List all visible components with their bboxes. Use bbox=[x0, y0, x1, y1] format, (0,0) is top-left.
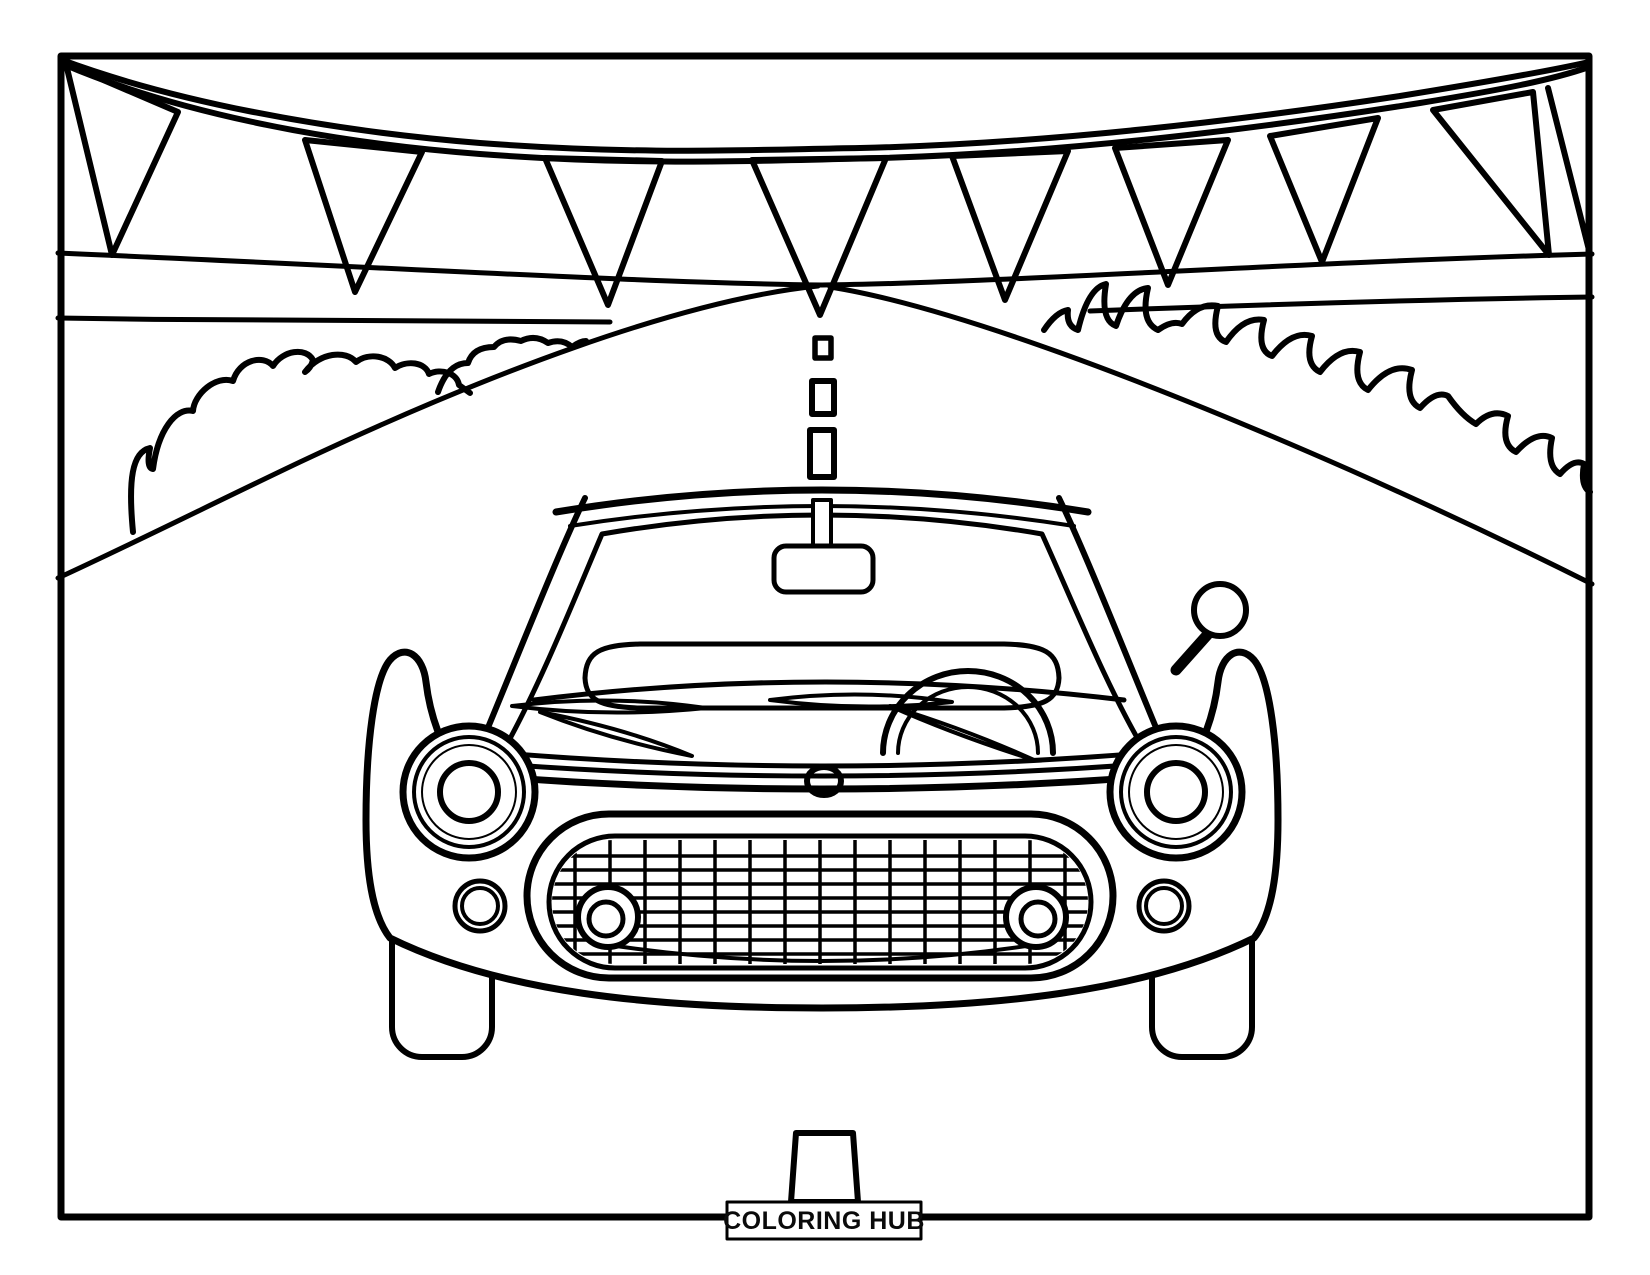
landscape bbox=[55, 250, 1595, 535]
radiator-grille-inner bbox=[546, 833, 1094, 971]
road-center-dash bbox=[812, 335, 834, 361]
rear-view-mirror bbox=[771, 543, 876, 595]
pennant-flag bbox=[949, 148, 1071, 303]
road-center-dash bbox=[809, 378, 837, 417]
road bbox=[55, 283, 1595, 1205]
pennant-flag bbox=[749, 155, 889, 318]
road-center-dash bbox=[807, 427, 837, 480]
pennant-flag bbox=[63, 61, 181, 258]
indicator-light-right bbox=[1136, 878, 1192, 934]
pennant-flag bbox=[1430, 89, 1552, 258]
bush-left bbox=[128, 348, 473, 535]
banner-string-upper bbox=[59, 57, 1592, 154]
headlight-right bbox=[1106, 722, 1246, 862]
pennant-flag bbox=[1112, 137, 1231, 288]
pennant-flag-partial bbox=[1545, 85, 1592, 253]
side-mirror bbox=[1170, 581, 1249, 676]
steering-wheel bbox=[880, 668, 1056, 756]
hill-line-right bbox=[1087, 294, 1595, 314]
hill-line-left bbox=[55, 315, 613, 325]
dashboard bbox=[531, 679, 1127, 703]
hood-emblem bbox=[804, 764, 844, 798]
horizon-line bbox=[55, 250, 1595, 288]
hood-panel bbox=[582, 641, 1062, 711]
brand-label: COLORING HUB bbox=[723, 1207, 925, 1235]
road-center-dash-near bbox=[788, 1130, 861, 1205]
roof-line-outer bbox=[552, 486, 1092, 516]
pennant-flag bbox=[302, 137, 425, 295]
brand-plate: COLORING HUB bbox=[723, 1200, 925, 1241]
fog-lamp-left-inner bbox=[586, 899, 626, 939]
cowl-line bbox=[471, 759, 1173, 779]
mirror-stalk bbox=[811, 498, 833, 549]
windshield-streak bbox=[768, 692, 954, 709]
grille-bottom-line bbox=[588, 940, 1054, 963]
wiper-left bbox=[538, 710, 694, 758]
pennant-flag bbox=[542, 155, 665, 308]
fog-lamp-right-inner bbox=[1018, 899, 1058, 939]
pennant-flag bbox=[1267, 115, 1381, 265]
indicator-light-left bbox=[452, 878, 508, 934]
pennant-banner bbox=[59, 57, 1592, 318]
classic-sports-car bbox=[362, 486, 1282, 1060]
headlight-left bbox=[399, 722, 539, 862]
road-edge-right bbox=[827, 284, 1595, 587]
road-edge-left bbox=[55, 283, 821, 581]
grass-right bbox=[1041, 281, 1593, 495]
brand-plate-box bbox=[725, 1200, 923, 1241]
wiper-right bbox=[888, 704, 1036, 762]
